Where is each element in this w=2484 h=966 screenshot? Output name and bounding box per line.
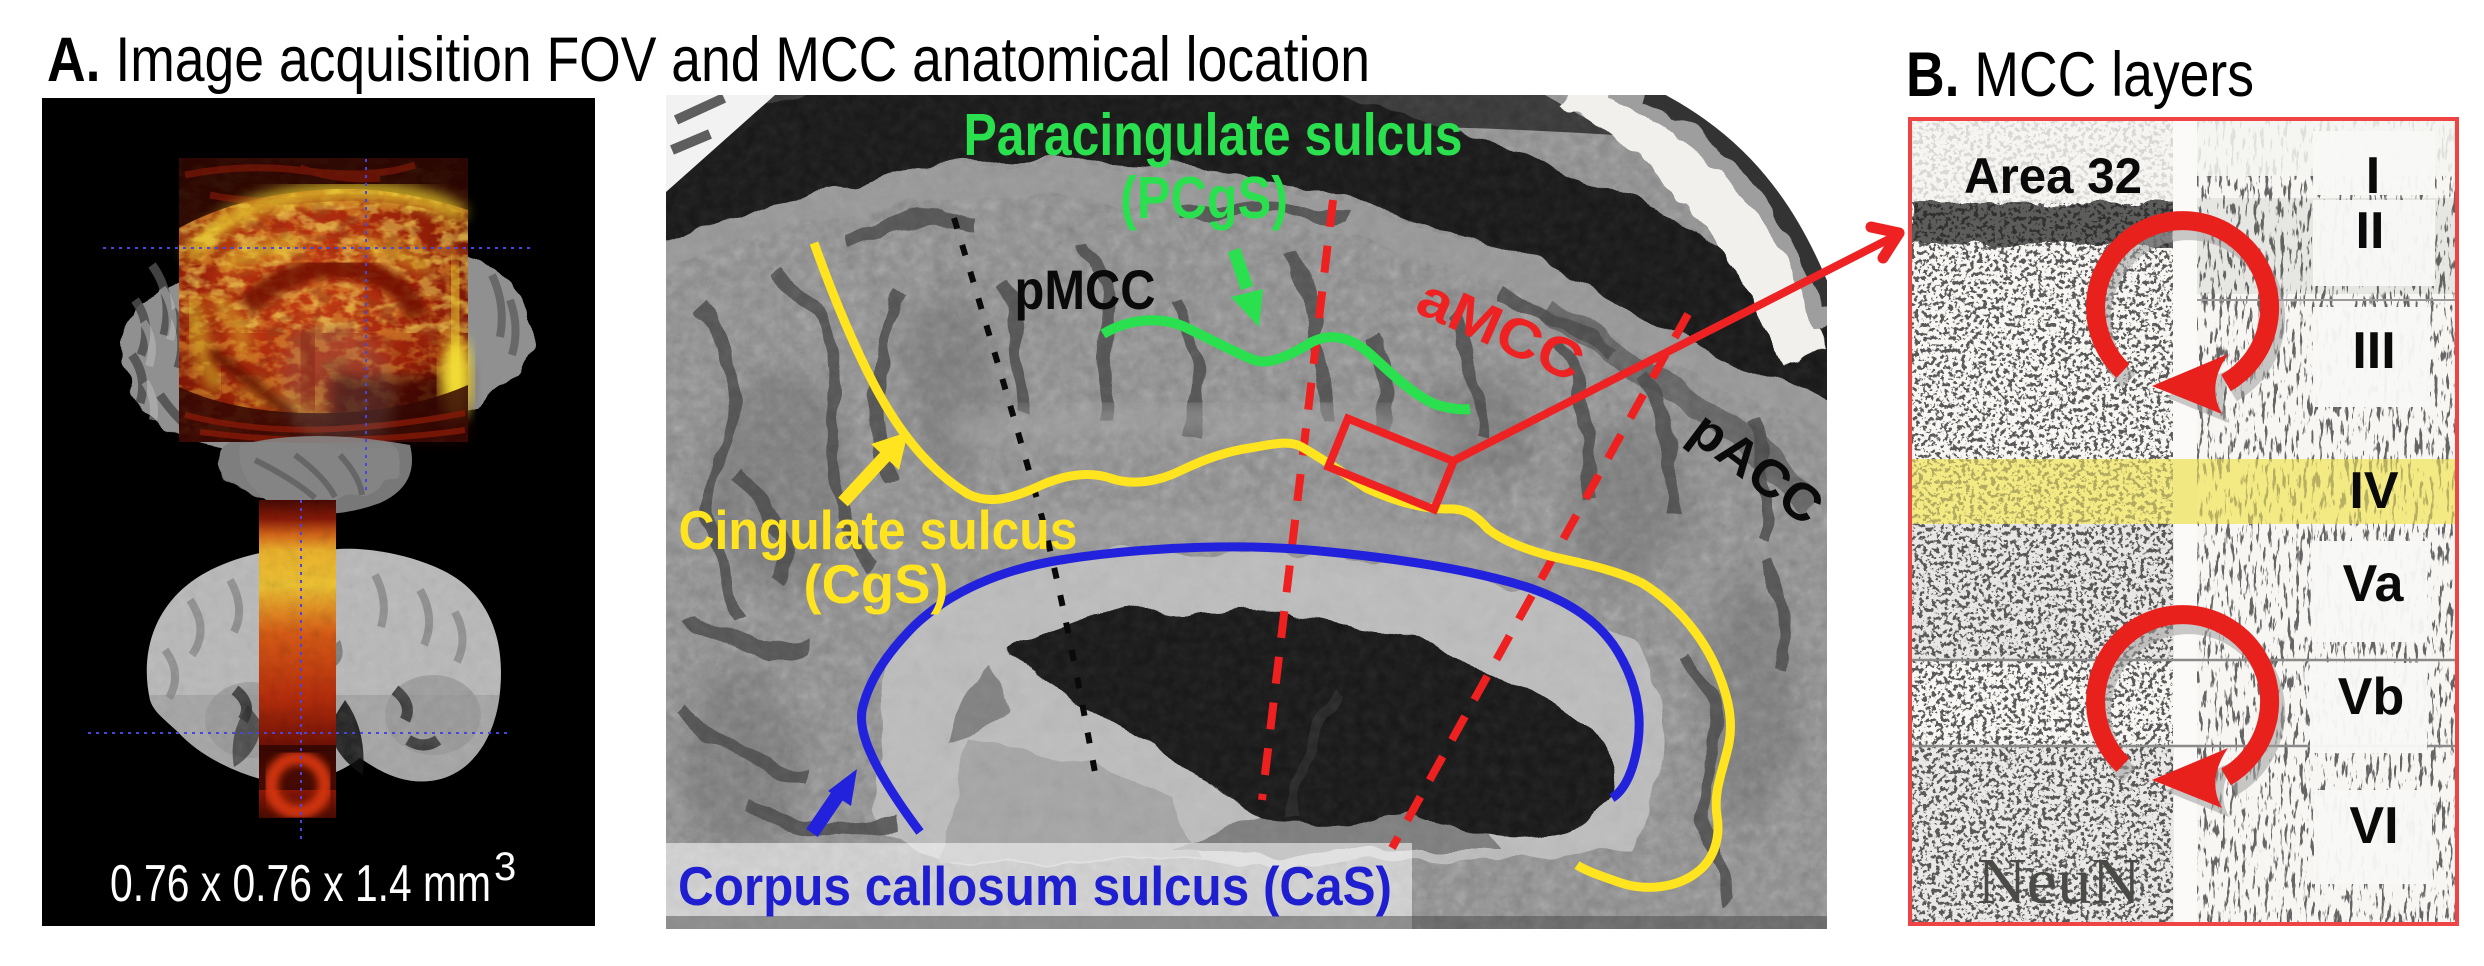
svg-text:IV: IV <box>2349 462 2398 520</box>
svg-text:III: III <box>2352 322 2395 380</box>
svg-text:3: 3 <box>494 845 516 889</box>
svg-text:pMCC: pMCC <box>1015 258 1156 321</box>
svg-text:Va: Va <box>2343 555 2405 613</box>
svg-text:I: I <box>2366 147 2380 205</box>
svg-text:Corpus callosum sulcus (CaS): Corpus callosum sulcus (CaS) <box>678 855 1392 917</box>
svg-text:A. Image acquisition FOV and M: A. Image acquisition FOV and MCC anatomi… <box>47 25 1370 95</box>
svg-text:(PCgS): (PCgS) <box>1120 165 1288 231</box>
svg-text:VI: VI <box>2349 797 2398 855</box>
svg-text:II: II <box>2356 202 2385 260</box>
svg-text:0.76 x 0.76 x 1.4 mm: 0.76 x 0.76 x 1.4 mm <box>110 855 491 913</box>
svg-text:B. MCC layers: B. MCC layers <box>1906 40 2254 110</box>
svg-text:NeuN: NeuN <box>1977 845 2141 918</box>
svg-text:Paracingulate sulcus: Paracingulate sulcus <box>964 102 1463 168</box>
svg-text:Vb: Vb <box>2338 668 2404 726</box>
svg-text:Area 32: Area 32 <box>1964 148 2142 204</box>
svg-text:Cingulate sulcus: Cingulate sulcus <box>679 499 1078 561</box>
svg-text:(CgS): (CgS) <box>804 553 949 615</box>
